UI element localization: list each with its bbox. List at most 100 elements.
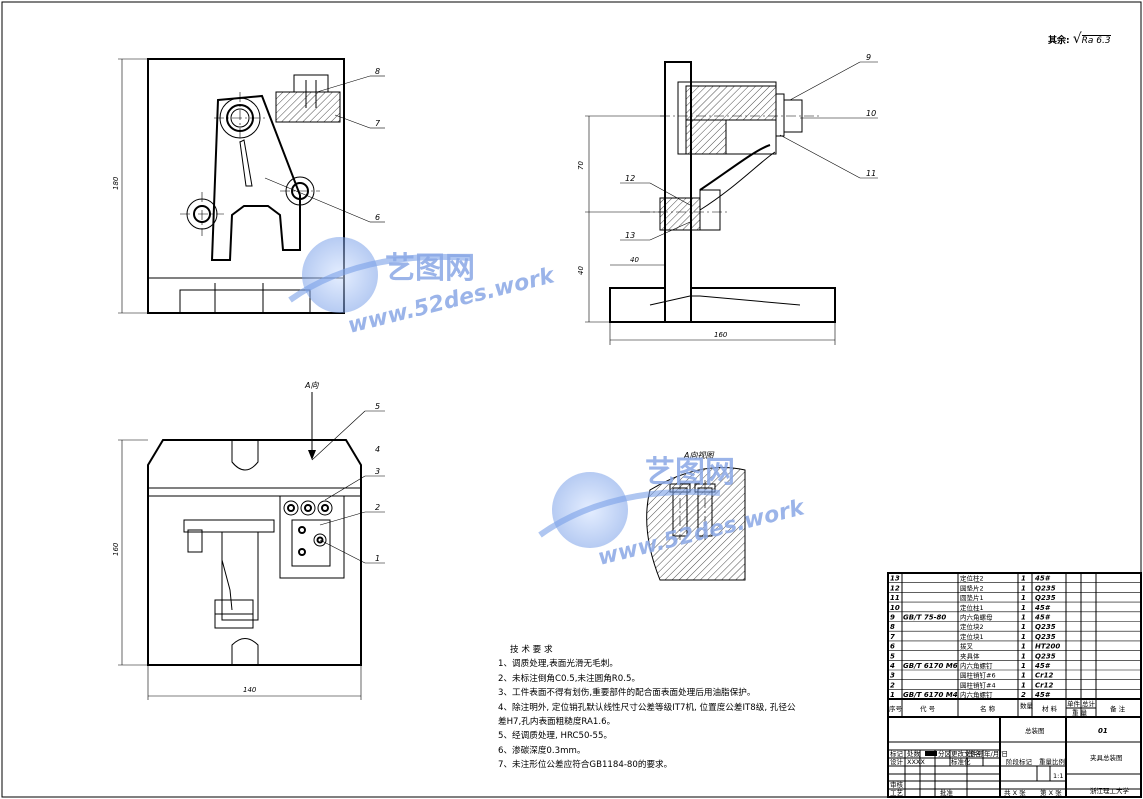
- tb-school: 浙江理工大学: [1090, 786, 1130, 795]
- balloon-11: 11: [866, 169, 876, 178]
- bom-cell-qty: 1: [1021, 633, 1026, 641]
- bom-cell-qty: 1: [1021, 681, 1026, 689]
- bom-header-weight: 重 量: [1072, 709, 1088, 717]
- front-dim-height: 180: [112, 176, 120, 190]
- bom-header-code: 代 号: [920, 704, 936, 713]
- balloon-5: 5: [375, 402, 380, 411]
- tb-label-change: 更改文件号: [951, 749, 984, 758]
- bom-cell-material: Cr12: [1035, 681, 1053, 689]
- bom-cell-no: 5: [890, 652, 895, 660]
- tb-total: 共 X 张: [1004, 788, 1026, 797]
- balloon-numbers: 1 2 3 4 5 6 7 8 9 10 11 12 13: [375, 53, 876, 563]
- bom-cell-name: 定位柱2: [960, 574, 984, 583]
- tb-drawing-no: 01: [1098, 727, 1108, 735]
- bom-cell-no: 9: [890, 614, 895, 622]
- side-dim-w2: 160: [714, 331, 728, 339]
- bom-cell-material: 45#: [1035, 691, 1051, 699]
- tech-item: 4、除注明外, 定位销孔默认线性尺寸公差等级IT7机, 位置度公差IT8级, 孔…: [498, 702, 796, 713]
- roughness-prefix: 其余:: [1048, 36, 1070, 46]
- bom-header-unit-weight: 单件: [1067, 699, 1081, 708]
- bom-cell-qty: 2: [1021, 691, 1026, 699]
- balloon-1: 1: [375, 554, 380, 563]
- bom-cell-name: 圆垫片1: [960, 593, 984, 602]
- tb-label-division: 分区: [938, 749, 952, 758]
- tech-item: 差H7,孔内表面粗糙度RA1.6。: [498, 717, 616, 728]
- bom-cell-material: Cr12: [1035, 672, 1053, 680]
- detail-label: A向视图: [683, 451, 714, 460]
- bom-cell-no: 1: [890, 691, 895, 699]
- bom-cell-code: GB/T 6170 M6: [903, 662, 958, 670]
- balloon-12: 12: [625, 174, 635, 183]
- balloon-8: 8: [375, 67, 380, 76]
- bom-cell-no: 6: [890, 643, 895, 651]
- bom-cell-material: Q235: [1035, 633, 1056, 641]
- bom-cell-qty: 1: [1021, 604, 1026, 612]
- bom-cell-no: 12: [890, 584, 900, 592]
- bom-header-name: 名 称: [980, 704, 996, 713]
- bom-cell-name: 拨叉: [960, 642, 974, 651]
- bom-cell-material: 45#: [1035, 662, 1051, 670]
- bom-cell-name: 圆柱销钉#6: [960, 671, 996, 680]
- balloon-13: 13: [625, 231, 635, 240]
- tb-drawing-title: 总装图: [1025, 726, 1045, 735]
- bom-cell-qty: 1: [1021, 594, 1026, 602]
- bom-cell-qty: 1: [1021, 662, 1026, 670]
- bom-cell-name: 圆垫片2: [960, 583, 984, 592]
- roughness-value: Ra 6.3: [1081, 35, 1111, 46]
- tb-label-sign: 签名: [968, 749, 981, 758]
- bom-header-remark: 备 注: [1110, 704, 1126, 713]
- bom-cell-material: 45#: [1035, 575, 1051, 583]
- tb-sheet: 第 X 张: [1040, 788, 1062, 797]
- bottom-view: A向 160 140: [112, 381, 362, 700]
- bom-cell-material: Q235: [1035, 623, 1056, 631]
- bom-cell-no: 8: [890, 623, 895, 631]
- side-dim-w1: 40: [630, 256, 639, 264]
- bom-header-material: 材 料: [1042, 704, 1058, 713]
- bom-cell-no: 13: [890, 575, 900, 583]
- tech-item: 6、渗碳深度0.3mm。: [498, 745, 586, 756]
- front-view: 180: [112, 58, 345, 314]
- bom-cell-name: 定位块1: [960, 632, 984, 641]
- balloon-9: 9: [866, 53, 871, 62]
- bom-cell-no: 4: [890, 662, 895, 670]
- tb-label-weight: 重量: [1039, 758, 1053, 766]
- tb-label-design: 设计: [890, 757, 904, 766]
- view-a-label: A向: [304, 381, 319, 390]
- bom-cell-name: 夹具体: [960, 651, 980, 660]
- bom-cell-no: 11: [890, 594, 900, 602]
- tech-item: 3、工件表面不得有划伤,重要部件的配合面表面处理后用油脂保护。: [498, 688, 756, 699]
- bom-cell-qty: 1: [1021, 614, 1026, 622]
- balloon-leaders: [264, 61, 878, 564]
- tb-label-review: 审核: [890, 780, 904, 789]
- balloon-7: 7: [375, 119, 381, 128]
- bom-cell-no: 2: [890, 681, 895, 689]
- side-dim-h2: 40: [577, 266, 585, 275]
- tech-item: 1、调质处理,表面光滑无毛刺。: [498, 659, 618, 670]
- tb-label-process: 工艺: [890, 789, 904, 797]
- bom-cell-no: 7: [890, 633, 895, 641]
- surface-roughness-note: 其余: √Ra 6.3: [1048, 31, 1111, 47]
- watermark-1-brand: 艺图网: [385, 251, 475, 286]
- title-block-stamp: [925, 751, 937, 756]
- balloon-4: 4: [375, 445, 380, 454]
- bom-cell-qty: 1: [1021, 672, 1026, 680]
- bom-cell-material: Q235: [1035, 584, 1056, 592]
- tb-designer: XXXX: [907, 758, 925, 766]
- technical-requirements: 技 术 要 求 1、调质处理,表面光滑无毛刺。 2、未标注倒角C0.5,未注圆角…: [498, 643, 888, 773]
- bom-cell-qty: 1: [1021, 643, 1026, 651]
- bom-header-no: 序号: [889, 704, 903, 713]
- balloon-3: 3: [375, 467, 380, 476]
- side-dim-h1: 70: [577, 161, 585, 170]
- roughness-symbol-icon: √: [1072, 31, 1082, 47]
- tb-label-approve: 批准: [940, 788, 954, 797]
- bom-cell-material: 45#: [1035, 604, 1051, 612]
- balloon-6: 6: [375, 213, 380, 222]
- bom-cell-name: 内六角螺钉: [960, 661, 993, 670]
- bom-cell-name: 圆柱销钉#4: [960, 680, 996, 689]
- bom-cell-material: 45#: [1035, 614, 1051, 622]
- bom-cell-no: 3: [890, 672, 895, 680]
- tech-item: 5、经调质处理, HRC50-55。: [498, 731, 613, 742]
